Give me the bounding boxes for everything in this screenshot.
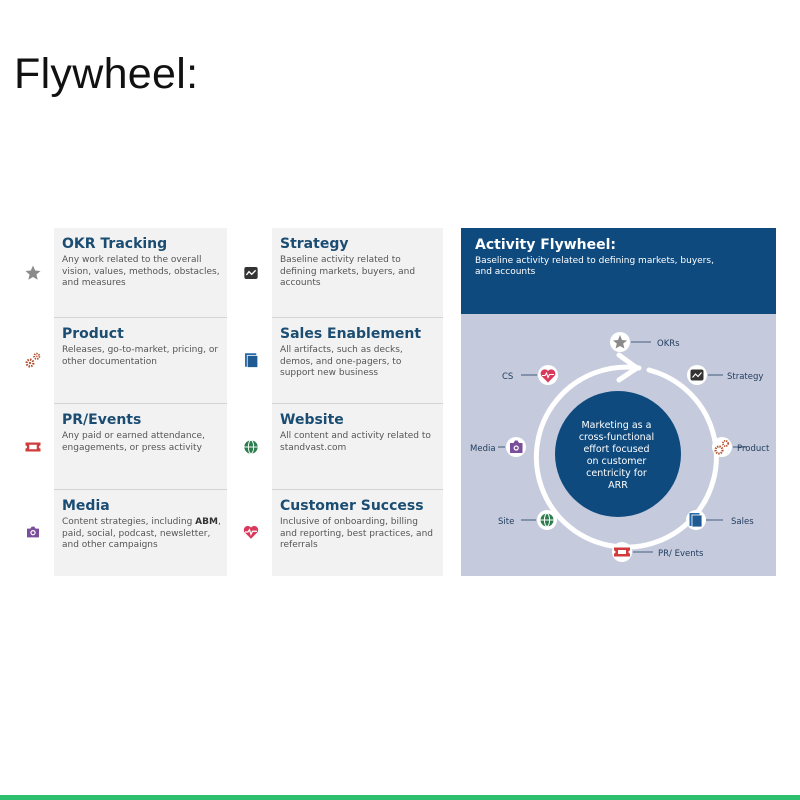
center-line: on customer [587, 456, 647, 467]
flywheel-title: Activity Flywheel: [475, 237, 617, 253]
desc-part: Content strategies, including [62, 517, 196, 527]
flywheel-node-product: Product [712, 437, 770, 457]
card-title: Media [62, 498, 110, 514]
center-line: effort focused [583, 444, 649, 455]
card-sales-enablement: Sales Enablement All artifacts, such as … [272, 317, 443, 403]
card-description: All content and activity related to stan… [280, 431, 431, 453]
globe-icon [241, 437, 261, 457]
card-title: Website [280, 412, 344, 428]
flywheel-node-cs: CS [502, 365, 558, 385]
card-title: Product [62, 326, 124, 342]
heart-pulse-icon [241, 522, 261, 542]
star-icon [613, 335, 627, 349]
flywheel-arrow-ring [533, 364, 719, 550]
node-label: OKRs [657, 339, 680, 349]
desc-bold-abm: ABM [195, 517, 218, 527]
desc-part: , paid, social, podcast, newsletter, and… [62, 517, 221, 550]
flywheel-node-strategy: Strategy [687, 365, 763, 385]
card-description: Any paid or earned attendance, engagemen… [62, 431, 205, 453]
card-website: Website All content and activity related… [272, 403, 443, 489]
node-label: Strategy [727, 372, 763, 382]
node-label: Product [737, 444, 770, 454]
card-product: Product Releases, go-to-market, pricing,… [54, 317, 227, 403]
flywheel-node-okrs: OKRs [610, 332, 680, 352]
book-icon [689, 513, 703, 528]
flywheel-node-media: Media [470, 437, 526, 457]
center-line: ARR [608, 480, 628, 491]
card-description: Releases, go-to-market, pricing, or othe… [62, 345, 219, 367]
card-title: OKR Tracking [62, 236, 168, 252]
card-description: Inclusive of onboarding, billing and rep… [280, 517, 433, 550]
node-label: Site [498, 517, 514, 527]
flywheel-node-pr-events: PR/ Events [612, 542, 704, 562]
card-description: Any work related to the overall vision, … [62, 255, 220, 288]
page-title: Flywheel: [14, 50, 199, 98]
node-label: CS [502, 372, 513, 382]
center-line: Marketing as a [581, 420, 651, 431]
book-icon [241, 350, 261, 370]
card-title: Customer Success [280, 498, 424, 514]
card-customer-success: Customer Success Inclusive of onboarding… [272, 489, 443, 576]
flywheel-node-site: Site [498, 510, 557, 530]
gears-icon [714, 439, 729, 455]
card-description: All artifacts, such as decks, demos, and… [280, 345, 403, 378]
node-label: Media [470, 444, 496, 454]
flywheel-center-circle [555, 391, 681, 517]
node-label: Sales [731, 517, 754, 527]
flywheel-node-sales: Sales [686, 510, 754, 530]
flywheel-diagram: Marketing as a cross-functional effort f… [470, 332, 770, 562]
flywheel-arrow-head [616, 352, 640, 383]
heart-pulse-icon [540, 369, 556, 383]
chart-icon [241, 263, 261, 283]
node-connectors [498, 341, 747, 553]
chart-icon [690, 369, 704, 381]
card-pr-events: PR/Events Any paid or earned attendance,… [54, 403, 227, 489]
card-okr-tracking: OKR Tracking Any work related to the ove… [54, 228, 227, 317]
flywheel-subtitle: Baseline activity related to defining ma… [475, 256, 714, 277]
globe-icon [540, 513, 554, 527]
card-title: PR/Events [62, 412, 142, 428]
gears-icon [23, 350, 43, 370]
center-line: centricity for [586, 468, 647, 479]
flywheel-center-text: Marketing as a cross-functional effort f… [579, 420, 657, 491]
card-title: Strategy [280, 236, 349, 252]
center-line: cross-functional [579, 432, 654, 443]
camera-icon [510, 440, 523, 453]
category-column-right: Strategy Baseline activity related to de… [272, 228, 443, 576]
node-label: PR/ Events [658, 549, 704, 559]
card-media: Media Content strategies, including ABM,… [54, 489, 227, 576]
flywheel-header: Activity Flywheel: Baseline activity rel… [461, 228, 776, 314]
card-strategy: Strategy Baseline activity related to de… [272, 228, 443, 317]
ticket-icon [23, 437, 43, 457]
bottom-accent-line [0, 795, 800, 800]
flywheel-panel: Activity Flywheel: Baseline activity rel… [461, 228, 776, 576]
star-icon [23, 263, 43, 283]
card-description: Baseline activity related to defining ma… [280, 255, 416, 288]
camera-icon [23, 522, 43, 542]
ticket-icon [614, 547, 630, 557]
card-description: Content strategies, including ABM, paid,… [62, 517, 221, 552]
category-column-left: OKR Tracking Any work related to the ove… [54, 228, 227, 576]
card-title: Sales Enablement [280, 326, 422, 342]
